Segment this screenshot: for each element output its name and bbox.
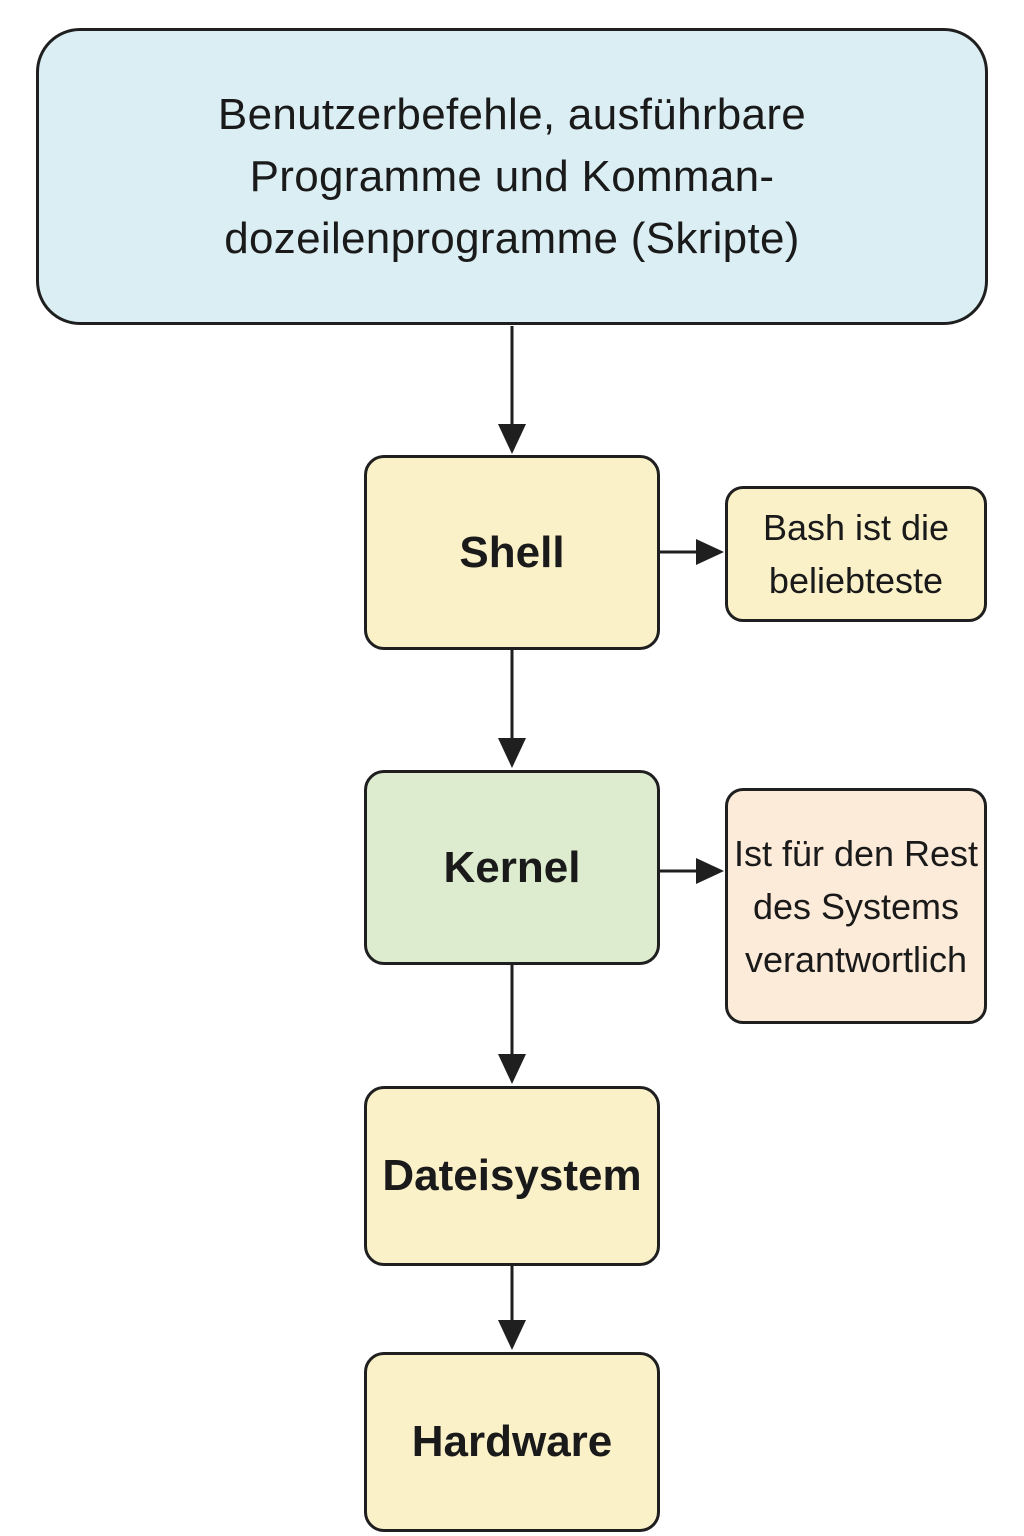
user-commands-box: Benutzerbefehle, ausführbare Programme u… <box>36 28 988 325</box>
kernel-note-box: Ist für den Rest des Systems verantwortl… <box>725 788 987 1024</box>
hardware-box: Hardware <box>364 1352 660 1532</box>
shell-note-box: Bash ist die beliebteste <box>725 486 987 622</box>
shell-label: Shell <box>459 527 565 577</box>
kernel-box: Kernel <box>364 770 660 965</box>
kernel-label: Kernel <box>443 842 581 892</box>
filesystem-box: Dateisystem <box>364 1086 660 1266</box>
filesystem-label: Dateisystem <box>382 1151 642 1200</box>
shell-note-label: Bash ist die beliebteste <box>762 507 950 601</box>
shell-box: Shell <box>364 455 660 650</box>
hardware-label: Hardware <box>411 1417 613 1466</box>
kernel-note-label: Ist für den Rest des Systems verantwortl… <box>733 832 979 980</box>
user-commands-label: Benutzerbefehle, ausführbare Programme u… <box>217 89 807 263</box>
